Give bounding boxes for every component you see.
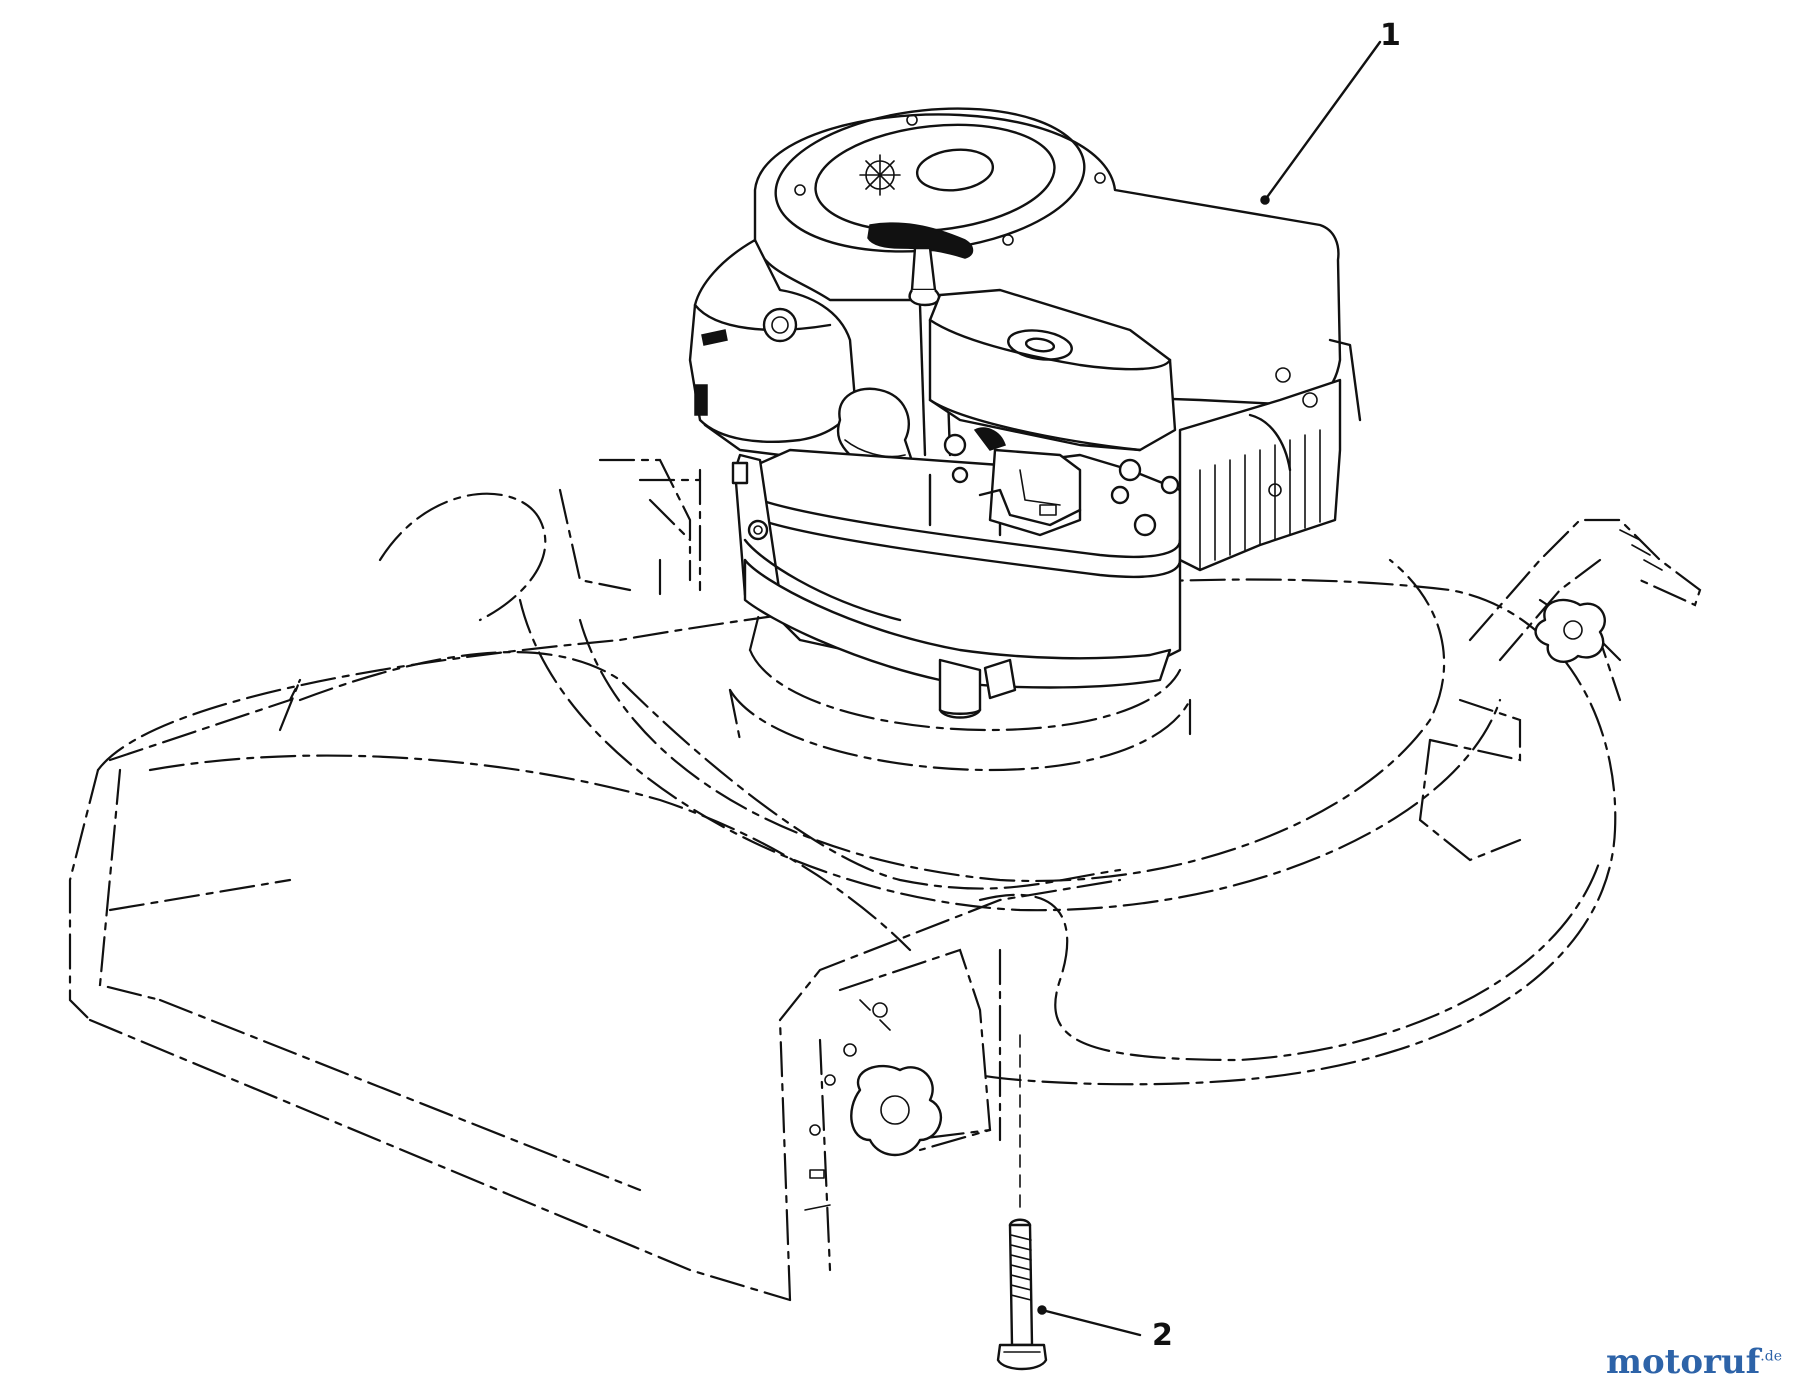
callout-number-2: 2 xyxy=(1152,1318,1173,1353)
rear-knob xyxy=(1534,529,1663,663)
crankshaft xyxy=(938,658,1017,719)
callout-leader-1 xyxy=(1263,40,1382,202)
watermark-tld: .de xyxy=(1760,1348,1782,1365)
engine xyxy=(688,107,1362,772)
starter-handle xyxy=(867,222,974,457)
callout-leaders xyxy=(1019,40,1382,1337)
watermark-text: motoruf xyxy=(1606,1342,1761,1382)
bolt xyxy=(996,1218,1048,1371)
carburetor xyxy=(943,427,1180,537)
engine-base-flange xyxy=(743,519,1172,689)
callout-leader-2 xyxy=(1040,1308,1142,1337)
air-cleaner xyxy=(928,288,1177,452)
front-handle-bracket xyxy=(778,878,1122,1302)
callout-number-1: 1 xyxy=(1380,18,1401,53)
cooling-fins xyxy=(1178,338,1362,572)
mower-deck xyxy=(68,458,1702,1302)
watermark-logo: motoruf.de xyxy=(1606,1342,1782,1382)
front-knob xyxy=(850,1064,942,1157)
logo-star xyxy=(859,154,901,196)
